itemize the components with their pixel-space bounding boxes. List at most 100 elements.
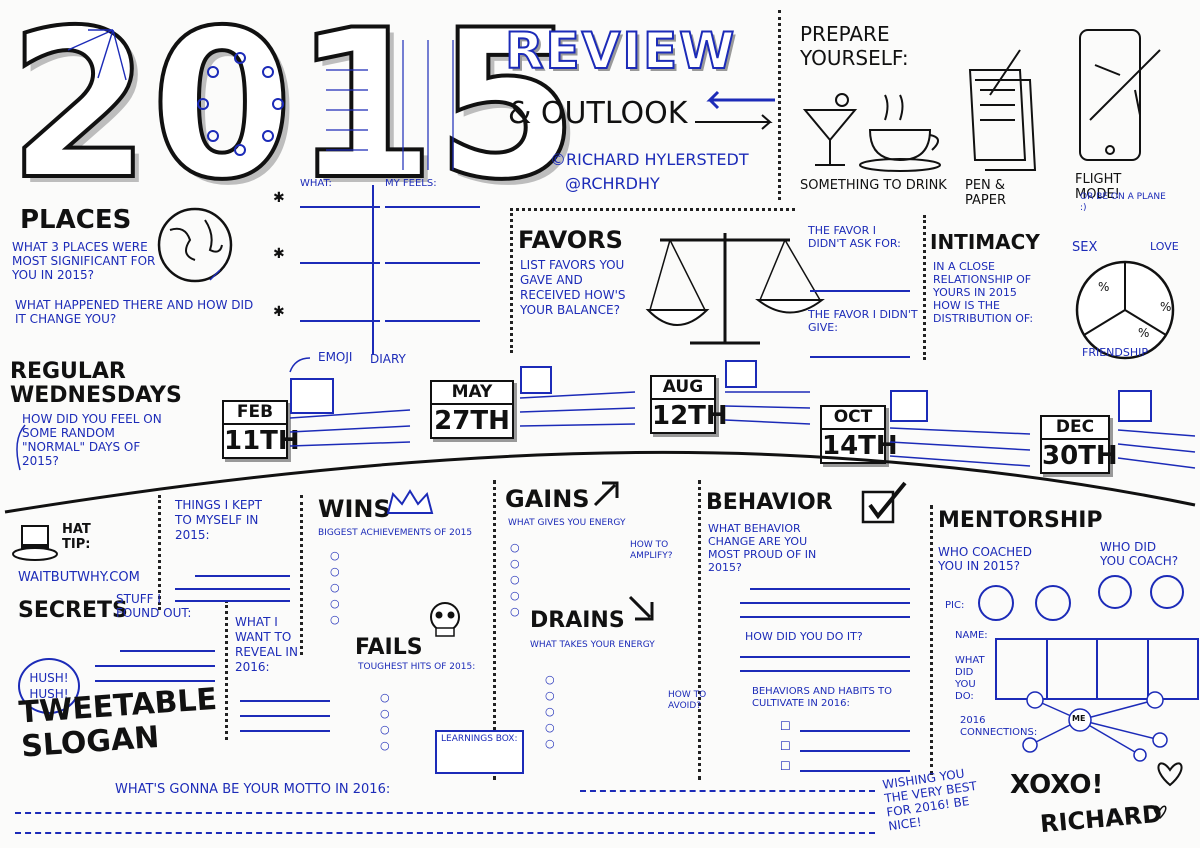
answer-line[interactable] bbox=[800, 730, 910, 732]
wednesdays-question: HOW DID YOU FEEL ON SOME RANDOM "NORMAL"… bbox=[22, 412, 162, 468]
answer-line[interactable] bbox=[750, 588, 910, 590]
motto-question: WHAT'S GONNA BE YOUR MOTTO IN 2016: bbox=[115, 782, 391, 797]
mentorship-pic-label: PIC: bbox=[945, 600, 965, 611]
answer-line[interactable] bbox=[95, 665, 215, 667]
answer-line[interactable] bbox=[740, 602, 910, 604]
answer-line[interactable] bbox=[810, 356, 910, 358]
crown-icon bbox=[386, 489, 434, 514]
mentor-pic-circle[interactable] bbox=[1150, 575, 1184, 609]
answer-line[interactable] bbox=[95, 680, 215, 682]
svg-text:2015: 2015 bbox=[8, 0, 579, 225]
answer-line[interactable] bbox=[300, 320, 380, 322]
places-row-1[interactable]: ✱ bbox=[273, 190, 500, 208]
answer-line[interactable] bbox=[175, 600, 290, 602]
grid-cell[interactable] bbox=[997, 640, 1048, 698]
answer-line[interactable] bbox=[240, 700, 330, 702]
answer-line[interactable] bbox=[800, 750, 910, 752]
mentorship-you-coach: WHO DID YOU COACH? bbox=[1100, 540, 1179, 568]
prepare-item-drink: SOMETHING TO DRINK bbox=[800, 178, 947, 193]
behavior-cultivate: BEHAVIORS AND HABITS TO CULTIVATE IN 201… bbox=[752, 686, 893, 709]
mentorship-me-label: ME bbox=[1072, 714, 1086, 723]
places-row-3[interactable]: ✱ bbox=[273, 304, 500, 322]
date-day: 30TH bbox=[1042, 441, 1118, 471]
places-row-2[interactable]: ✱ bbox=[273, 246, 500, 264]
gains-title: GAINS bbox=[505, 485, 590, 513]
hattip-site[interactable]: WAITBUTWHY.COM bbox=[18, 570, 140, 585]
timeline-curve bbox=[4, 450, 1196, 514]
intimacy-sex-label: SEX bbox=[1072, 240, 1098, 255]
intimacy-divider bbox=[923, 215, 926, 360]
answer-line[interactable] bbox=[175, 588, 290, 590]
answer-line[interactable] bbox=[300, 206, 380, 208]
behavior-how: HOW DID YOU DO IT? bbox=[745, 630, 863, 643]
answer-line[interactable] bbox=[240, 715, 330, 717]
diary-label: DIARY bbox=[370, 352, 406, 366]
grid-cell[interactable] bbox=[1048, 640, 1098, 698]
pen-paper-icon bbox=[968, 49, 1037, 171]
answer-line[interactable] bbox=[195, 575, 290, 577]
answer-line[interactable] bbox=[120, 650, 215, 652]
emoji-box[interactable] bbox=[890, 390, 928, 422]
credit-name: ©RICHARD HYLERSTEDT bbox=[550, 150, 749, 169]
fails-bullets: ○○○○ bbox=[380, 691, 390, 752]
outlook-title: & OUTLOOK bbox=[508, 96, 688, 131]
arrow-up-right-icon bbox=[593, 481, 619, 507]
mentor-pic-circle[interactable] bbox=[1098, 575, 1132, 609]
motto-line[interactable] bbox=[580, 790, 875, 792]
motto-line[interactable] bbox=[15, 832, 875, 834]
date-month: MAY bbox=[432, 382, 512, 405]
favors-question: LIST FAVORS YOU GAVE AND RECEIVED HOW'S … bbox=[520, 258, 626, 317]
intimacy-question: IN A CLOSE RELATIONSHIP OF YOURS IN 2015… bbox=[933, 260, 1034, 325]
relationship-pie-icon bbox=[1075, 260, 1175, 360]
emoji-box[interactable] bbox=[725, 360, 757, 388]
learnings-box[interactable]: LEARNINGS BOX: bbox=[435, 730, 524, 774]
emoji-box[interactable] bbox=[1118, 390, 1152, 422]
year-numerals: 2015 2015 bbox=[6, 0, 585, 231]
credit-handle: @RCHRDHY bbox=[565, 174, 660, 193]
mentorship-grid[interactable] bbox=[995, 638, 1199, 700]
mentor-pic-circle[interactable] bbox=[978, 585, 1014, 621]
secrets-kept-question: THINGS I KEPT TO MYSELF IN 2015: bbox=[175, 498, 262, 542]
answer-line[interactable] bbox=[740, 656, 910, 658]
wins-subtitle: BIGGEST ACHIEVEMENTS OF 2015 bbox=[318, 528, 473, 538]
date-card-dec: DEC 30TH bbox=[1040, 415, 1118, 474]
answer-line[interactable] bbox=[385, 262, 480, 264]
drains-avoid: HOW TO AVOID? bbox=[668, 690, 707, 711]
mentor-pic-circle[interactable] bbox=[1035, 585, 1071, 621]
answer-line[interactable] bbox=[800, 770, 910, 772]
date-month: DEC bbox=[1042, 417, 1108, 440]
answer-line[interactable] bbox=[810, 290, 910, 292]
divider bbox=[300, 495, 303, 655]
drains-bullets: ○○○○○ bbox=[545, 673, 555, 750]
pct-label: % bbox=[1138, 326, 1150, 340]
fails-subtitle: TOUGHEST HITS OF 2015: bbox=[358, 662, 476, 672]
prepare-section: PREPARE YOURSELF: SOMETHING TO DRINK PEN… bbox=[790, 10, 1190, 220]
divider bbox=[225, 600, 228, 740]
date-card-oct: OCT 14TH bbox=[820, 405, 898, 464]
drains-subtitle: WHAT TAKES YOUR ENERGY bbox=[530, 640, 655, 650]
favors-box-border bbox=[510, 208, 795, 211]
answer-line[interactable] bbox=[240, 730, 330, 732]
answer-line[interactable] bbox=[740, 670, 910, 672]
arrow-down-right-icon bbox=[628, 595, 654, 621]
answer-line[interactable] bbox=[385, 320, 480, 322]
emoji-box[interactable] bbox=[520, 366, 552, 394]
answer-line[interactable] bbox=[740, 616, 910, 618]
grid-cell[interactable] bbox=[1098, 640, 1149, 698]
emoji-label: EMOJI bbox=[318, 350, 353, 364]
mentorship-coached-you: WHO COACHED YOU IN 2015? bbox=[938, 545, 1032, 573]
answer-line[interactable] bbox=[300, 262, 380, 264]
cocktail-icon bbox=[802, 93, 858, 166]
year-banner: 2015 2015 2015 bbox=[6, 0, 585, 231]
date-card-aug: AUG 12TH bbox=[650, 375, 728, 434]
coffee-cup-icon bbox=[859, 94, 941, 172]
intimacy-title: INTIMACY bbox=[930, 230, 1040, 254]
learnings-label: LEARNINGS BOX: bbox=[441, 734, 518, 744]
emoji-box[interactable] bbox=[290, 378, 334, 414]
skull-icon bbox=[430, 602, 460, 637]
habit-checklist[interactable]: ☐☐☐ bbox=[780, 719, 791, 773]
motto-line[interactable] bbox=[15, 812, 875, 814]
answer-line[interactable] bbox=[385, 206, 480, 208]
secrets-hush-badge: HUSH! HUSH! bbox=[18, 658, 80, 714]
intimacy-love-label: LOVE bbox=[1150, 240, 1179, 253]
